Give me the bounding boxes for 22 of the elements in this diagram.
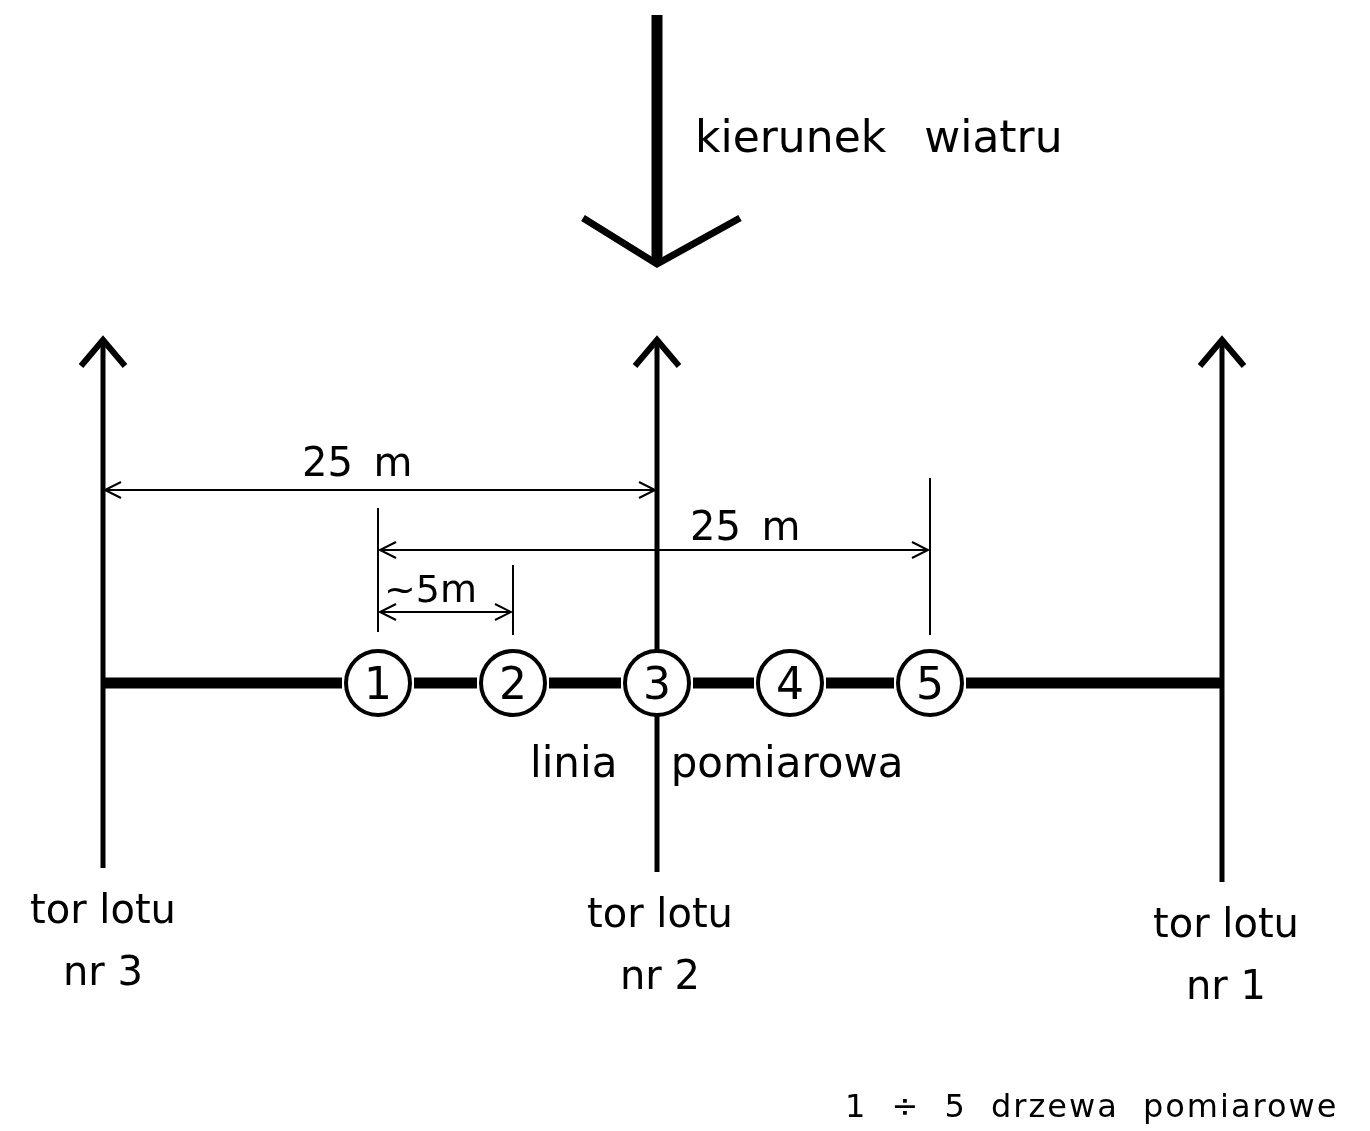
measurement-line	[103, 677, 342, 689]
measurement-line	[549, 677, 621, 689]
flight-path-arrow	[78, 337, 128, 868]
tree-number-circle: 2	[479, 649, 547, 717]
dimension-label: 25 m	[690, 506, 801, 546]
line-label: linia pomiarowa	[530, 742, 904, 784]
tree-number-circle: 3	[623, 649, 691, 717]
track-label: tor lotu nr 3	[3, 878, 203, 1002]
tree-number-circle: 5	[896, 649, 964, 717]
track-label: tor lotu nr 2	[560, 882, 760, 1006]
dimension-label: 25 m	[302, 442, 413, 482]
tree-number-circle: 1	[344, 649, 412, 717]
flight-path-arrow	[1197, 337, 1247, 882]
direction-label: kierunek wiatru	[695, 115, 1063, 159]
measurement-line	[826, 677, 894, 689]
measurement-line	[693, 677, 754, 689]
track-label: tor lotu nr 1	[1126, 892, 1326, 1016]
measurement-line	[414, 677, 477, 689]
legend-note: 1 ÷ 5 drzewa pomiarowe	[845, 1090, 1339, 1122]
dimension-label: ~5m	[384, 570, 478, 608]
measurement-line	[966, 677, 1222, 689]
tree-number-circle: 4	[756, 649, 824, 717]
